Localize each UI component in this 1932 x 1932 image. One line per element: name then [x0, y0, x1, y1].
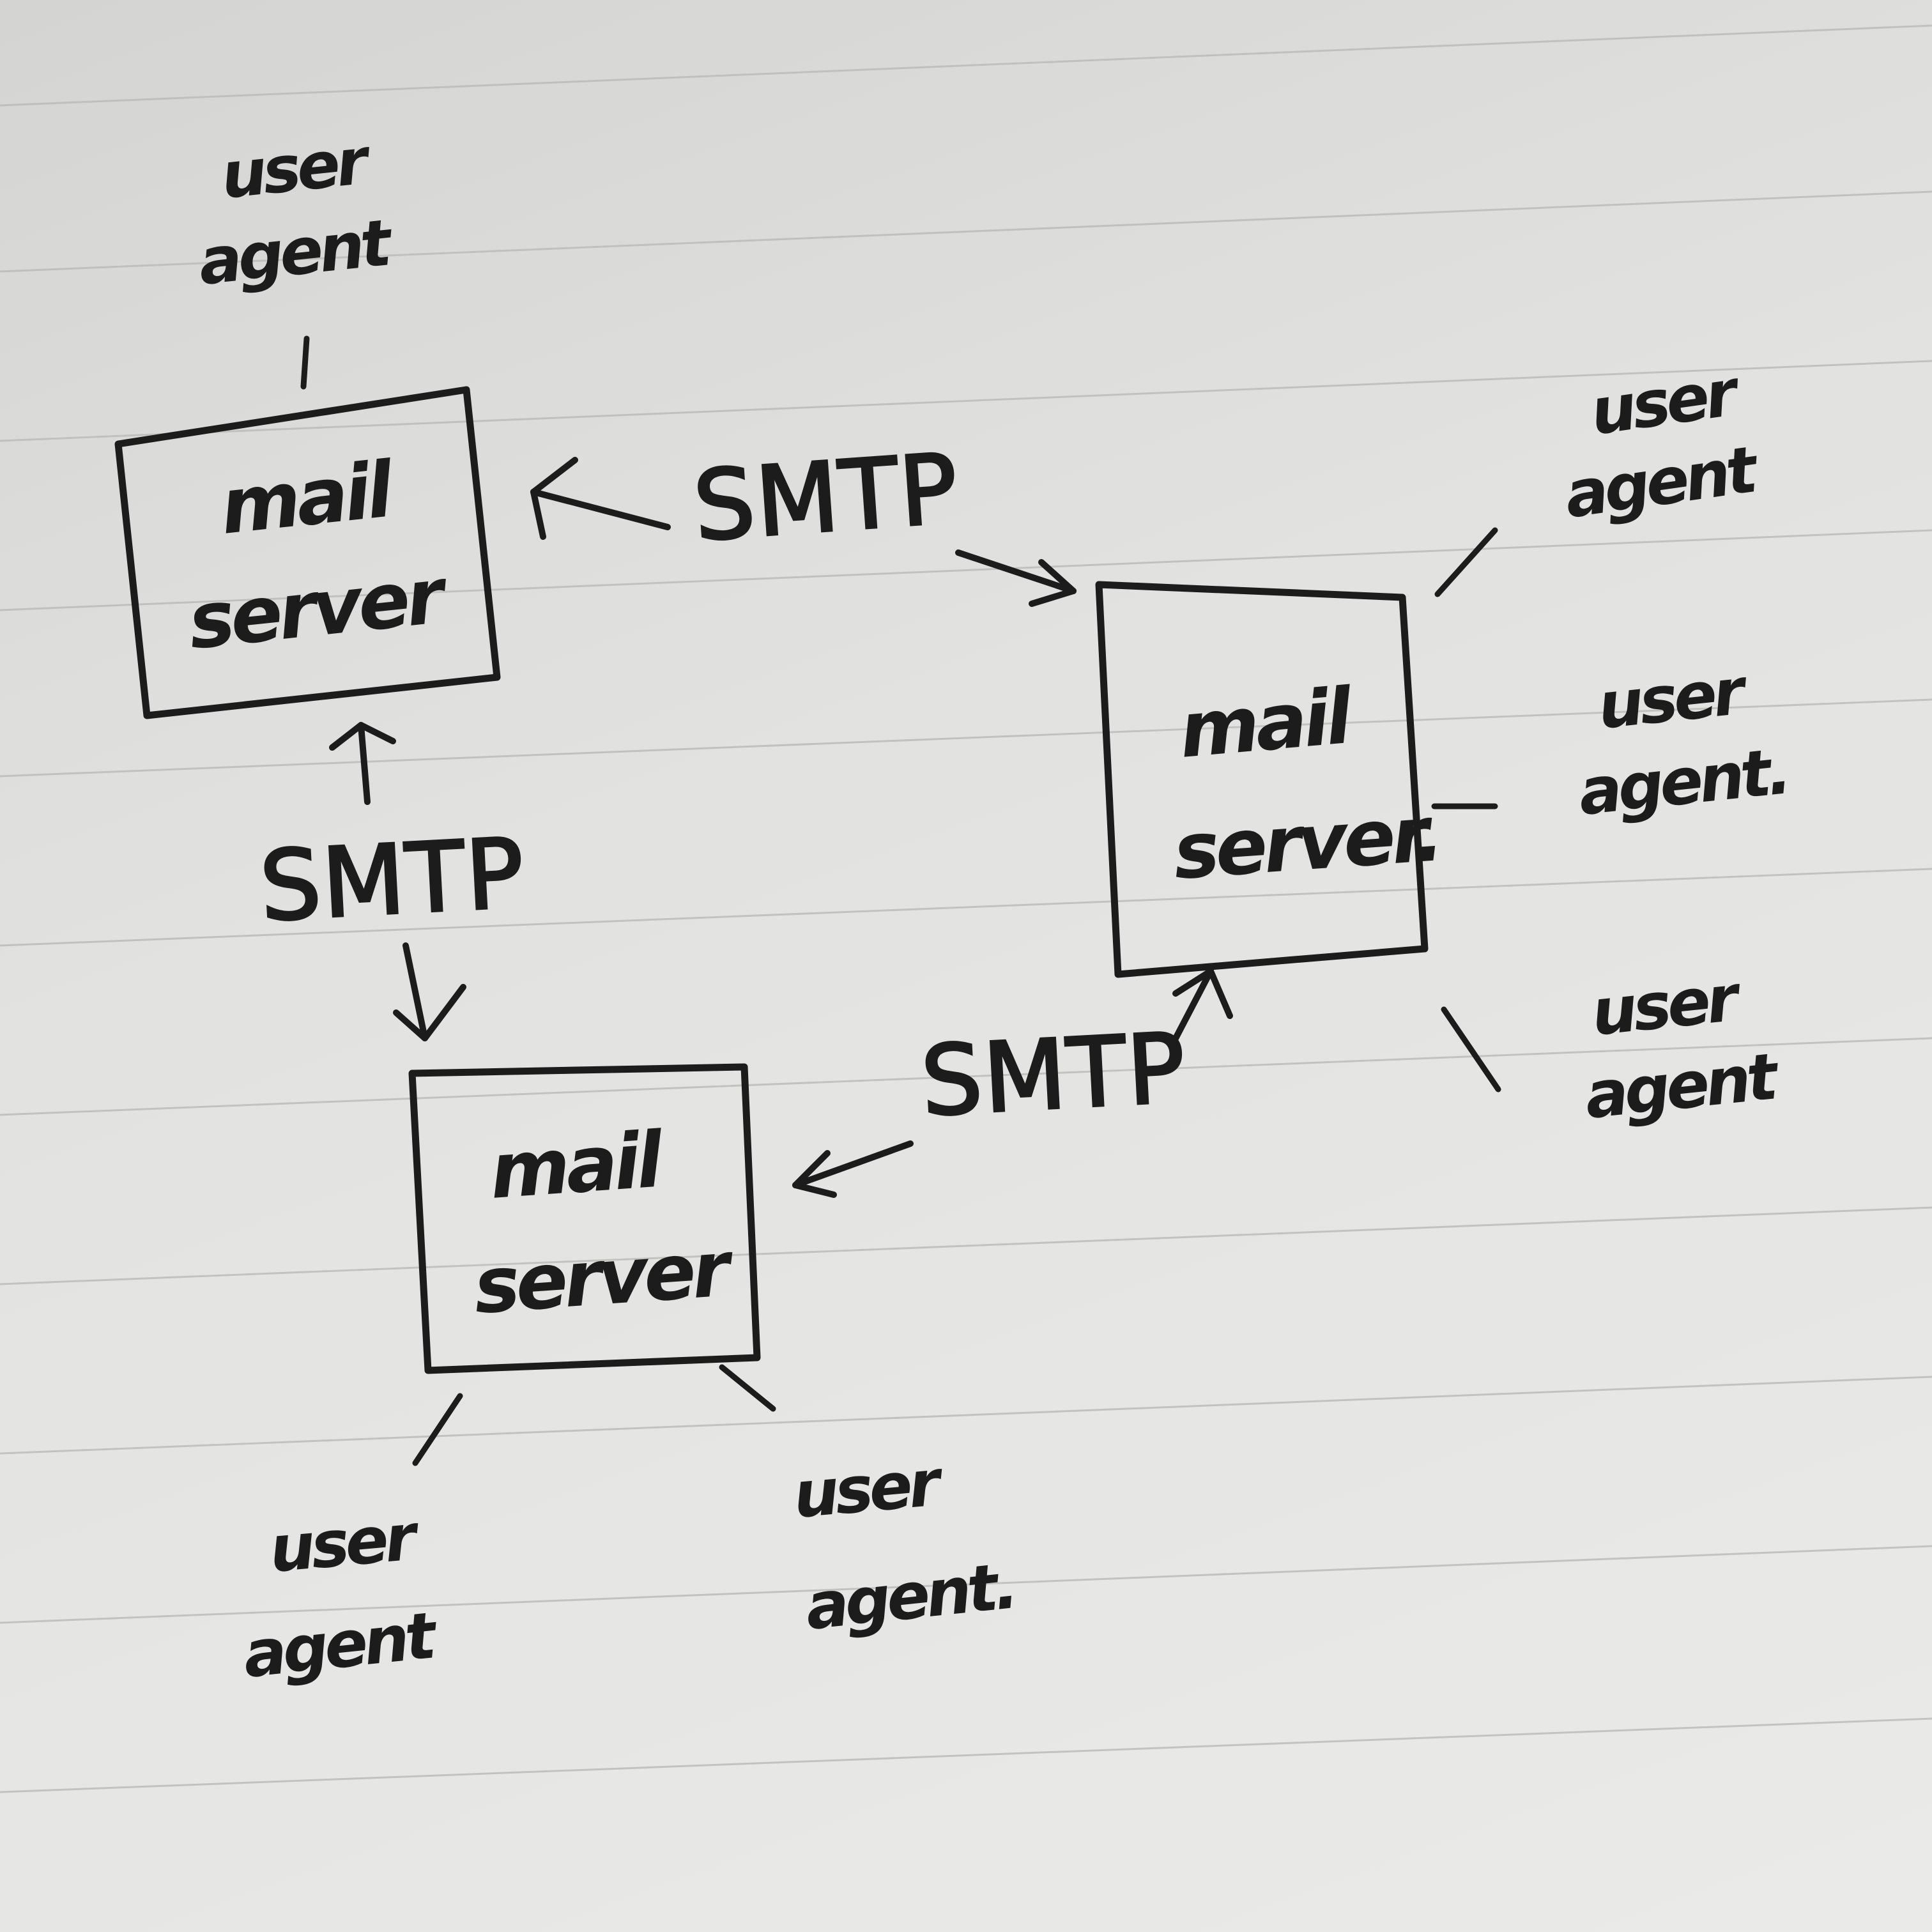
server-bottom-line2: server [471, 1225, 737, 1331]
ua-connector-bottom-left [412, 1393, 463, 1466]
mail-server-box-top-left [114, 386, 501, 719]
ua-connector-right-bottom [1441, 1006, 1501, 1092]
ua-right-mid-line2: agent. [1575, 733, 1791, 830]
ua-top-left-line2: agent [195, 205, 397, 300]
ruled-lines [0, 24, 1932, 1793]
ua-right-bottom-line1: user [1588, 960, 1745, 1050]
server-top-left-line1: mail [217, 445, 399, 552]
server-bottom-line1: mail [487, 1116, 666, 1216]
mail-server-box-bottom [408, 1063, 761, 1374]
smtp-arrow-to-top-left [530, 457, 671, 540]
smtp-arrow-down-to-bottom [393, 942, 466, 1041]
smtp-arrow-to-bottom [792, 1140, 914, 1198]
ua-connector-bottom-right [719, 1364, 776, 1412]
smtp-arrow-to-right [955, 549, 1077, 607]
smtp-arrow-up-to-top-left [329, 722, 396, 805]
ua-bottom-right-line2: agent. [802, 1548, 1018, 1644]
smtp-arrow-up-to-right [1169, 968, 1233, 1048]
ua-connector-right-top [1434, 527, 1498, 597]
server-top-left-line2: server [185, 551, 453, 667]
mail-server-box-right [1095, 581, 1429, 978]
ua-top-left-line1: user [217, 123, 374, 213]
server-right-line2: server. [1170, 790, 1443, 897]
ua-bottom-right-line1: user [790, 1445, 947, 1533]
smtp-label-left: SMTP [257, 818, 528, 942]
smtp-label-bottom: SMTP [919, 1013, 1189, 1137]
smtp-label-top: SMTP [690, 433, 962, 563]
ua-connector-top-left [300, 335, 310, 390]
ua-right-top-line1: user [1586, 355, 1745, 450]
ua-bottom-left-line1: user [266, 1499, 423, 1587]
ua-right-bottom-line2: agent [1581, 1039, 1783, 1133]
server-right-line1: mail [1176, 672, 1356, 776]
ua-right-mid-line1: user [1594, 654, 1751, 744]
ua-right-top-line2: agent [1560, 431, 1763, 532]
